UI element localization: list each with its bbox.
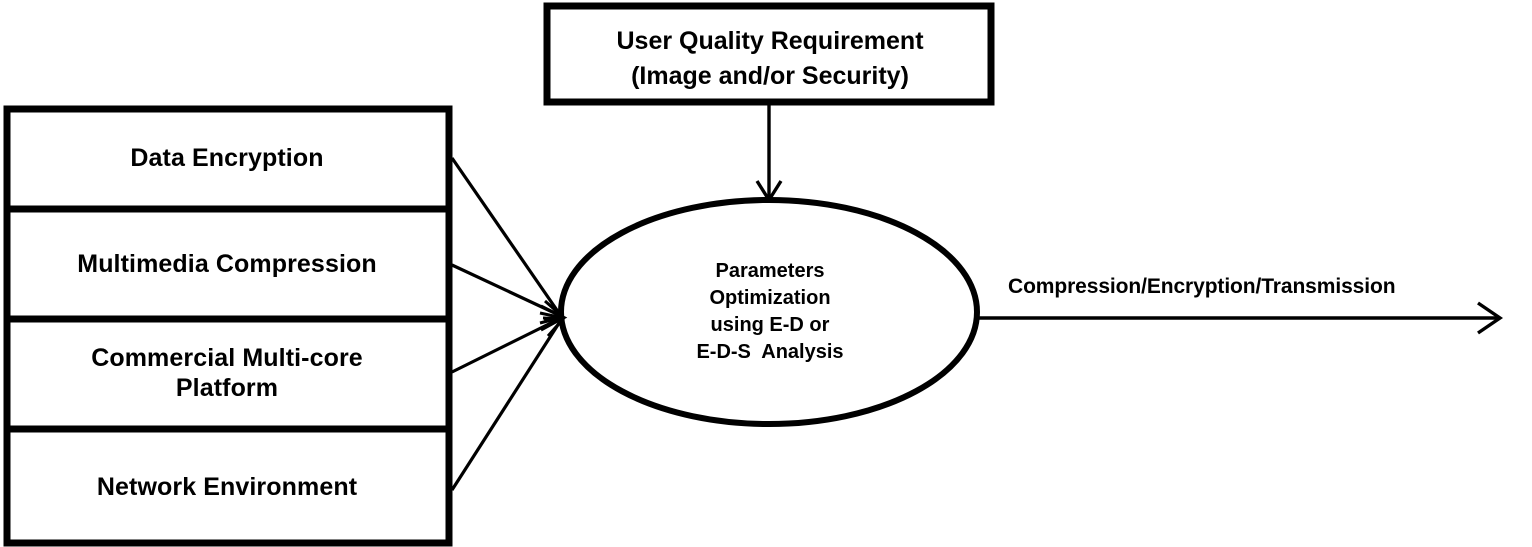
box-network-environment[interactable] — [3, 425, 453, 547]
connector-multicore-platform — [451, 316, 562, 374]
box-user-quality-requirement[interactable] — [543, 2, 995, 106]
connector-arrowheads — [539, 299, 568, 337]
connector-network-environment — [450, 319, 563, 491]
label-data-encryption: Data Encryption — [130, 144, 324, 172]
input-factors-stack — [3, 105, 453, 547]
label-multimedia-compression: Multimedia Compression — [77, 250, 377, 278]
label-network-environment: Network Environment — [96, 473, 358, 501]
connector-user-quality-to-ellipse — [755, 104, 783, 204]
connector-data-encryption — [450, 157, 563, 317]
label-parameters-optimization: Parameters Optimization using E-D or E-D… — [696, 260, 844, 363]
label-user-quality-requirement: User Quality Requirement (Image and/or S… — [616, 27, 924, 90]
connector-lines-group — [450, 157, 563, 491]
label-output-arrow: Compression/Encryption/Transmission — [1008, 275, 1396, 298]
label-commercial-multicore-platform: Commercial Multi-core Platform — [91, 344, 363, 402]
connector-output-arrow — [977, 301, 1504, 335]
